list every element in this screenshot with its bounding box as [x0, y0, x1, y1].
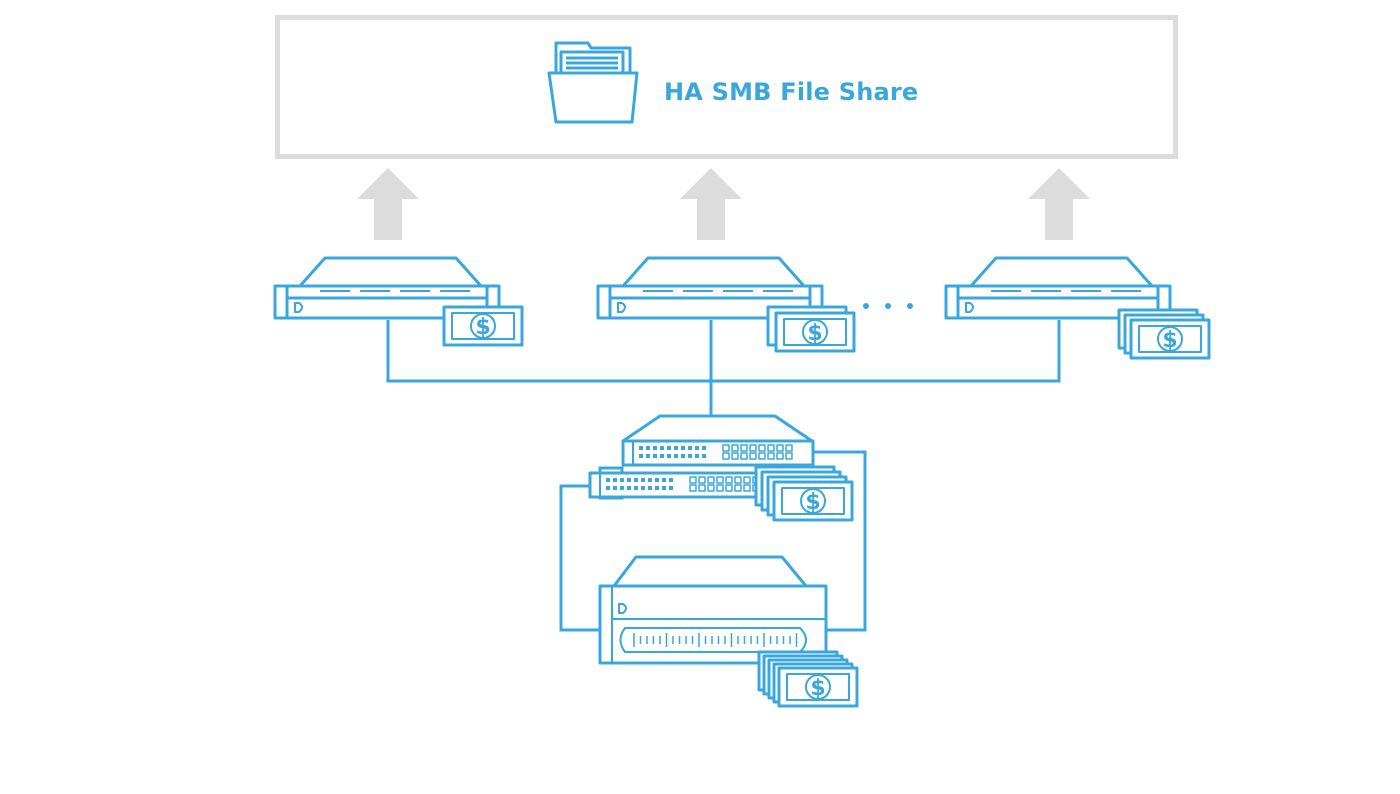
folder-icon [547, 41, 639, 124]
network-switch-icon [621, 439, 815, 467]
network-links [386, 320, 1061, 632]
dollar-bill-icon: $ [774, 311, 856, 353]
dollar-bill-icon: $ [777, 666, 859, 708]
arrow-up-center [680, 168, 742, 240]
svg-text:$: $ [807, 321, 822, 346]
svg-text:$: $ [1162, 328, 1177, 353]
arrow-up-left [357, 168, 419, 240]
dollar-bill-icon: $ [442, 305, 524, 347]
dollar-bill-icon: $ [772, 480, 854, 522]
svg-text:$: $ [805, 490, 820, 515]
file-share-box [275, 15, 1178, 159]
storage-array-icon [598, 555, 828, 665]
more-servers-ellipsis [863, 303, 913, 309]
rack-server-icon [944, 256, 1172, 320]
network-switch-chassis [622, 414, 813, 443]
svg-text:$: $ [810, 676, 825, 701]
rack-server-icon [596, 256, 824, 320]
file-share-title: HA SMB File Share [664, 78, 919, 106]
arrow-up-right [1028, 168, 1090, 240]
dollar-bill-icon: $ [1129, 318, 1211, 360]
network-switch-icon [588, 471, 782, 499]
svg-text:$: $ [475, 315, 490, 340]
